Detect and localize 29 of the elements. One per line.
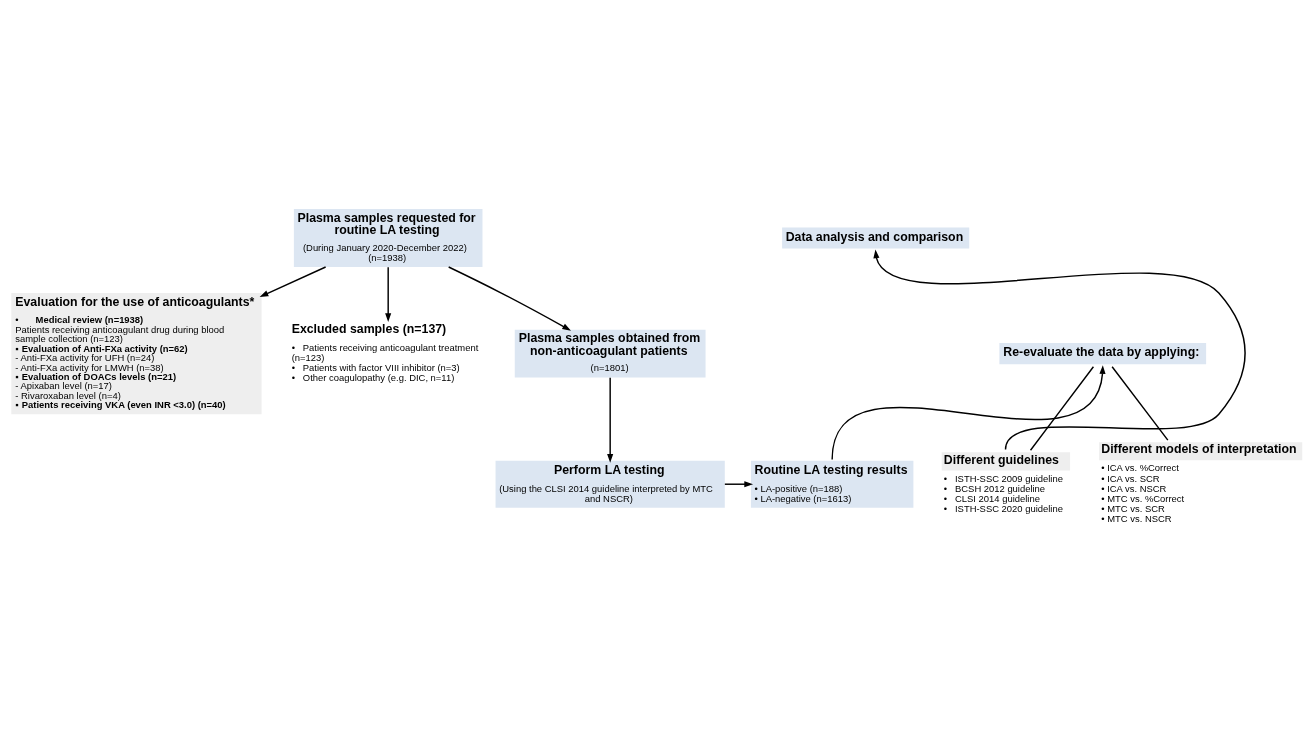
node-label: • BCSH 2012 guideline: [943, 482, 1046, 494]
node-box: Data analysis and comparison: [782, 227, 970, 249]
node-text: Excluded samples (n=137) • Patients receiving anticoagulant treatment (n=123) • Patients with factor VIII inhibitor (n=3) • Other coagulopathy (e.g. DIC, n=11): [291, 322, 479, 384]
node-box: Re-evaluate the data by applying:: [999, 343, 1207, 365]
arrow: [447, 266, 572, 331]
node-box: Routine LA testing results • LA-positive (n=188) • LA-negative (n=1613): [750, 460, 914, 508]
node-label: • ISTH-SSC 2009 guideline: [943, 472, 1063, 484]
arrow: [724, 481, 754, 488]
arrow: [831, 365, 1106, 461]
node-box: Different models of interpretation: [1099, 442, 1303, 461]
node-label: • ICA vs. SCR: [1101, 472, 1160, 484]
node-box: Perform LA testing (Using the CLSI 2014 guideline interpreted by MTC and NSCR): [495, 460, 725, 508]
node-label: • ICA vs. NSCR: [1101, 482, 1167, 494]
node-label: • MTC vs. NSCR: [1101, 513, 1172, 525]
node-box: Different guidelines: [941, 452, 1071, 471]
connector: [1029, 366, 1095, 451]
node-label: • CLSI 2014 guideline: [943, 492, 1040, 504]
node-label: • MTC vs. %Correct: [1101, 492, 1185, 504]
node-box: Evaluation for the use of anticoagulants* • Medical review (n=1938) Patients receiving anticoagulant drug during blood sample collection (n=123) ▪ Evaluation of Anti-FXa activity (n=62) - Anti-FXa activity for UFH (n=24) - Anti-FXa activity for LMWH (n=38) ▪ Evaluation of DOACs levels (n=21) - Apixaban level (n=17) - Rivaroxaban level (n=4) ▪ Patients receiving VKA (even INR <3.0) (n=40): [11, 293, 262, 415]
arrow: [607, 377, 614, 463]
arrow: [259, 266, 327, 297]
node-box: Plasma samples obtained from non-anticoagulant patients (n=1801): [514, 329, 706, 378]
node-label: • MTC vs. SCR: [1101, 503, 1165, 515]
arrow: [385, 266, 392, 323]
arrow: [873, 249, 1246, 451]
node-label: • ISTH-SSC 2020 guideline: [943, 503, 1063, 515]
connector: [1111, 366, 1169, 441]
node-box: Plasma samples requested for routine LA testing (During January 2020-December 2022) (n=1938): [293, 208, 483, 267]
node-label: • ICA vs. %Correct: [1101, 462, 1179, 474]
